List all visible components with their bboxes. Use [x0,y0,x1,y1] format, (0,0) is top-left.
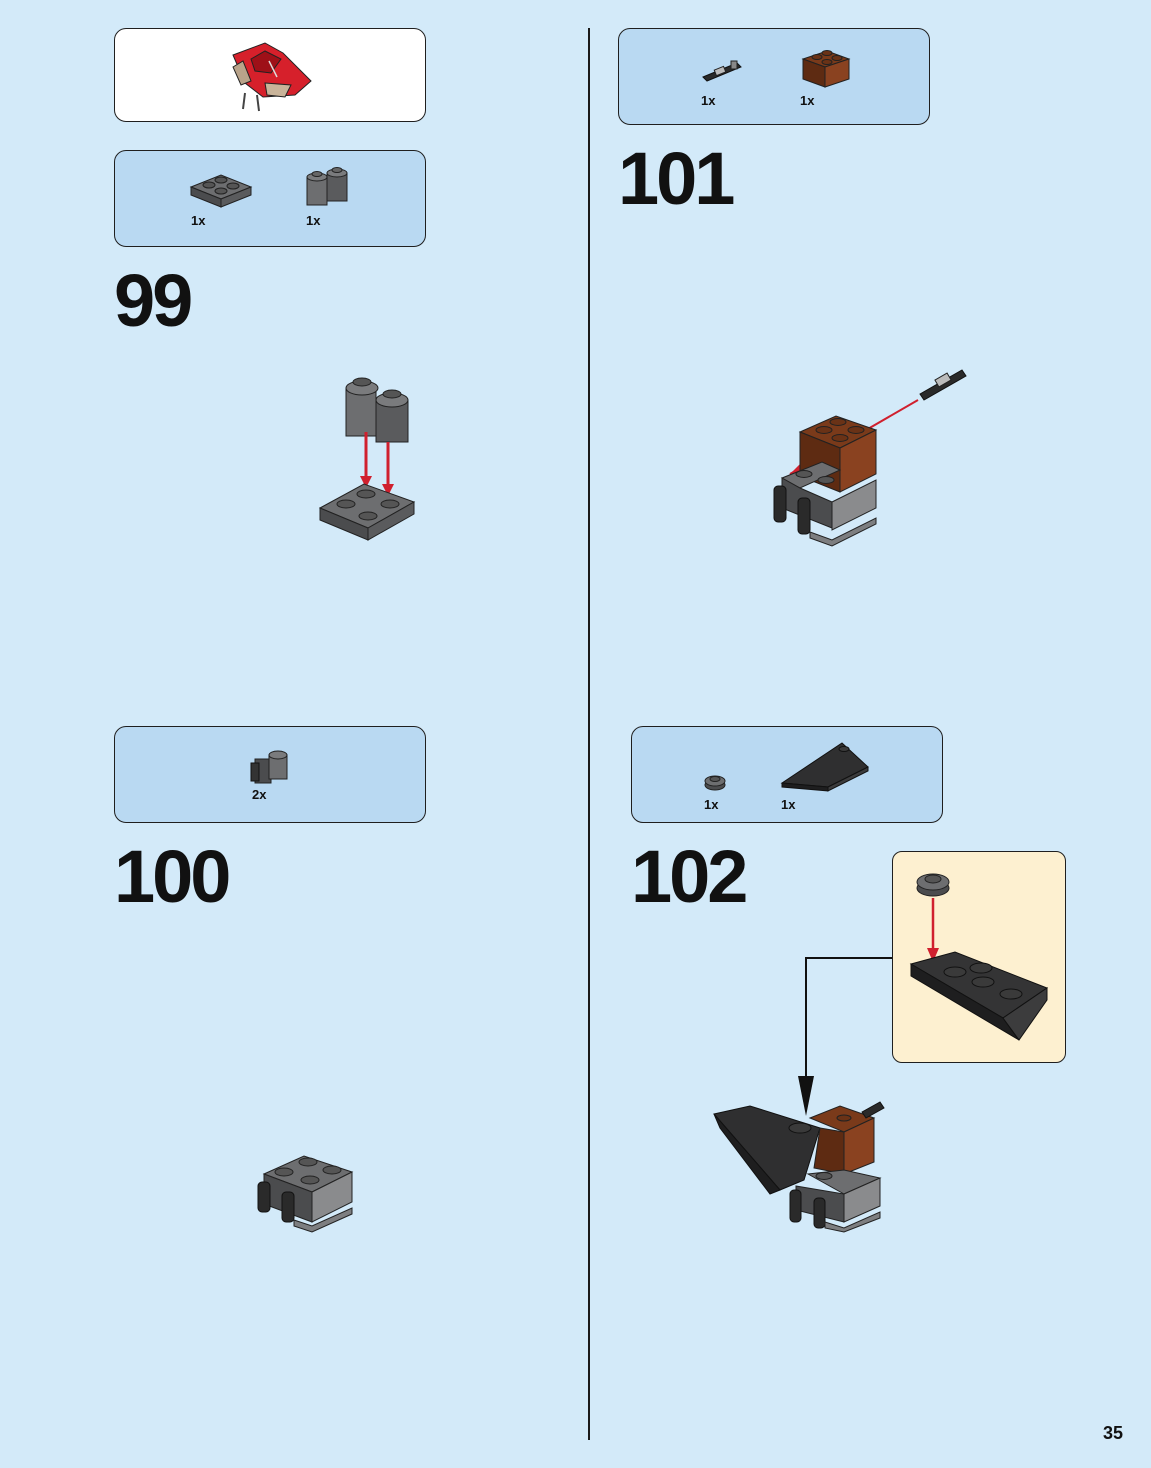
parts-box-step-99: 1x 1x [114,150,426,247]
part-quantity: 2x [252,787,266,802]
page-number: 35 [1103,1423,1123,1444]
part-quantity: 1x [701,93,715,108]
callout-connector-arrow [794,956,894,1120]
step-99-build-illustration [316,370,418,550]
wedge-plate-black-icon [778,739,874,791]
red-ship-submodel-icon [225,37,315,115]
part-quantity: 1x [800,93,814,108]
brick-2x2-reddish-brown-icon [799,43,853,89]
step-100-build-illustration [254,1132,360,1232]
brick-1x2-round-dark-gray-icon [303,165,353,213]
parts-box-step-101: 1x 1x [618,28,930,125]
parts-box-step-102: 1x 1x [631,726,943,823]
plate-2x2-dark-gray-icon [189,167,253,211]
step-number: 99 [114,264,190,338]
part-quantity: 1x [191,213,205,228]
part-quantity: 1x [781,797,795,812]
round-plate-1x1-dark-gray-icon [704,773,726,793]
part-quantity: 1x [704,797,718,812]
flick-missile-icon [701,59,743,83]
sub-build-callout [892,851,1066,1063]
sub-build-illustration [907,868,1053,1048]
step-number: 101 [618,142,732,216]
step-102-build-illustration [710,1098,890,1232]
parts-box-step-100: 2x [114,726,426,823]
brick-1x1-clip-dark-gray-icon [249,745,293,789]
step-number: 100 [114,840,228,914]
submodel-preview-box [114,28,426,122]
step-number: 102 [631,840,745,914]
column-divider [588,28,590,1440]
part-quantity: 1x [306,213,320,228]
step-101-build-illustration [770,362,976,548]
